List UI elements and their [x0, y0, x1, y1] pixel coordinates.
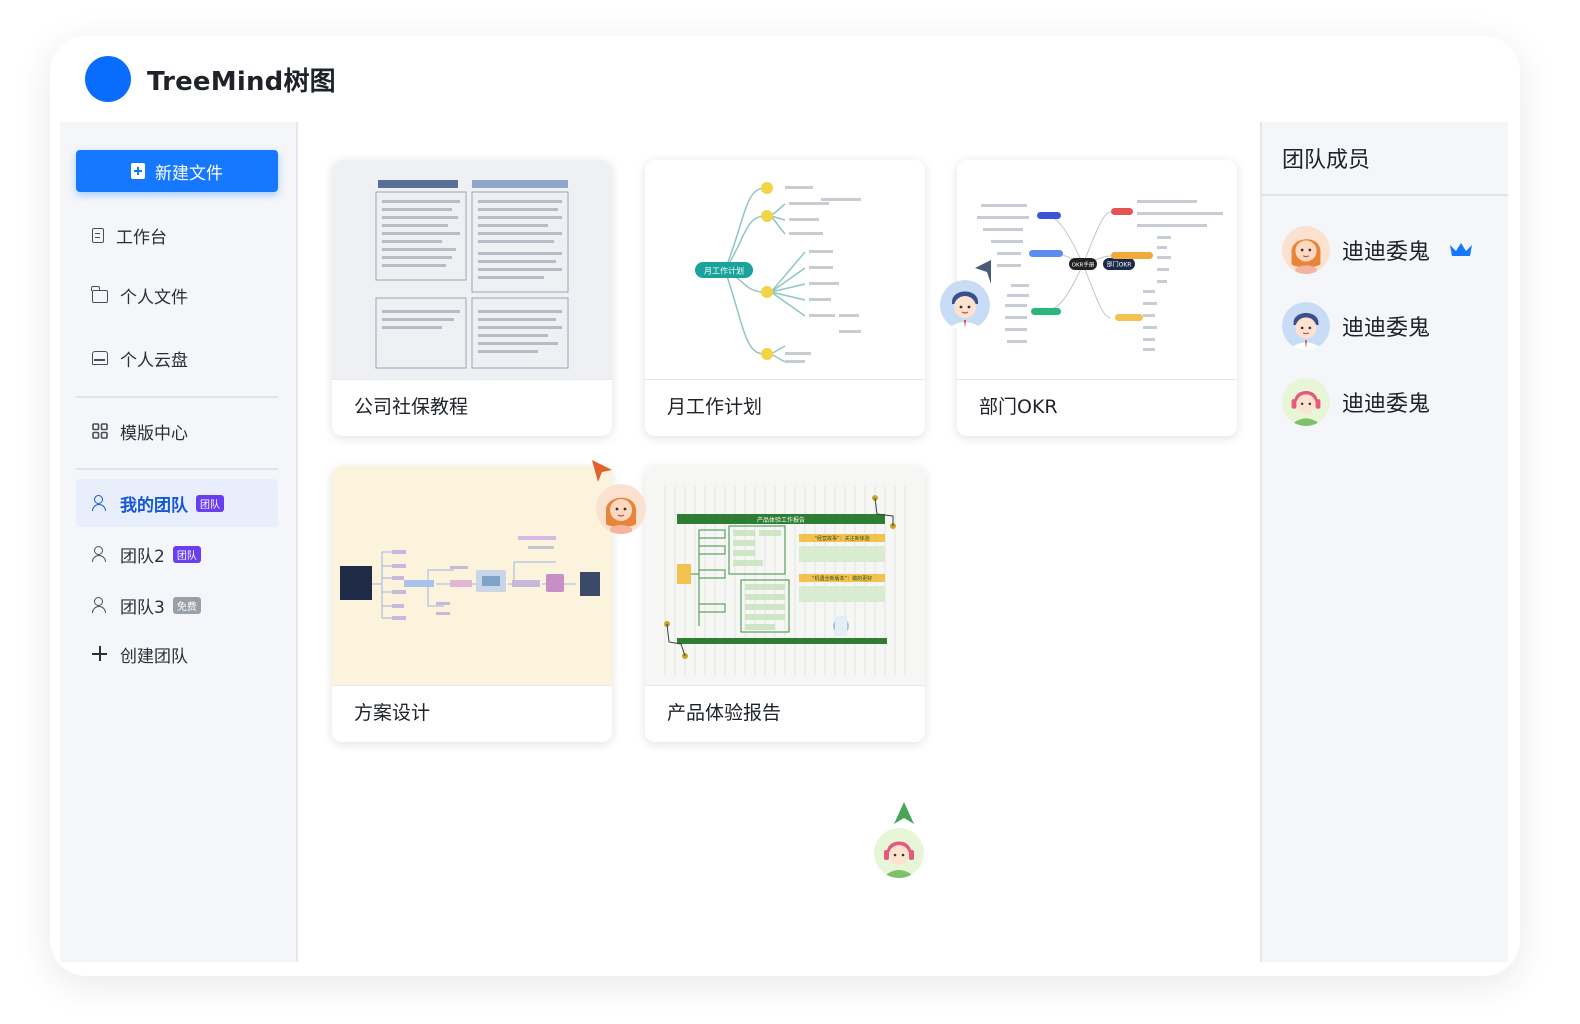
nav-divider — [76, 396, 278, 398]
crown-icon — [1450, 243, 1473, 256]
file-grid: 公司社保教程 月工作计划 — [300, 122, 1260, 962]
team-members-panel: 团队成员 迪迪委鬼 迪迪委鬼 迪迪委鬼 — [1260, 122, 1508, 962]
collaborator-cursor — [975, 260, 991, 284]
sidebar-item-workbench[interactable]: 工作台 — [76, 211, 278, 259]
file-card-solution-design[interactable]: 方案设计 — [332, 466, 612, 742]
file-thumbnail — [332, 466, 612, 686]
create-team-label: 创建团队 — [120, 646, 188, 667]
avatar — [1282, 302, 1330, 350]
sidebar-item-label: 团队2 — [120, 546, 165, 567]
file-thumbnail — [332, 160, 612, 380]
file-thumbnail: 月工作计划 — [645, 160, 925, 380]
thumb-header-label: 产品体验工作报告 — [757, 516, 805, 524]
collaborator-cursor-icon — [592, 460, 612, 482]
thumb-tag2-label: “机遇全新版本”：做的更好 — [812, 575, 872, 582]
file-title: 产品体验报告 — [667, 702, 782, 724]
sidebar-item-templates[interactable]: 模版中心 — [76, 407, 278, 455]
title-bar: TreeMind树图 — [50, 36, 1520, 122]
members-title: 团队成员 — [1282, 148, 1371, 173]
collaborator-avatar — [596, 484, 646, 534]
create-team-button[interactable]: 创建团队 — [76, 630, 278, 678]
sidebar-item-team2[interactable]: 团队2 团队 — [76, 530, 278, 578]
free-badge: 免费 — [172, 596, 201, 614]
collaborator-avatar — [940, 280, 990, 330]
collaborator-cursor-icon — [894, 802, 914, 824]
app-title: TreeMind树图 — [147, 66, 336, 97]
file-thumbnail: 产品体验工作报告 “经营故事”：关注新体验 — [645, 466, 925, 686]
team-icon — [92, 546, 108, 562]
team-icon — [92, 495, 108, 511]
desk-icon — [92, 227, 104, 243]
member-name: 迪迪委鬼 — [1342, 392, 1431, 417]
file-card-social-insurance[interactable]: 公司社保教程 — [332, 160, 612, 436]
app-window: TreeMind树图 新建文件 工作台 个人文件 个人云盘 模版中心 — [50, 36, 1520, 976]
member-item[interactable]: 迪迪委鬼 — [1282, 376, 1430, 428]
file-card-monthly-plan[interactable]: 月工作计划 月工作计划 — [645, 160, 925, 436]
file-thumbnail: OKR手册 部门OKR — [957, 160, 1237, 380]
sidebar-item-cloud-drive[interactable]: 个人云盘 — [76, 334, 278, 382]
new-doc-icon — [131, 163, 145, 179]
plus-icon — [92, 646, 108, 662]
avatar — [1282, 226, 1330, 274]
nav-divider — [76, 468, 278, 470]
member-name: 迪迪委鬼 — [1342, 316, 1431, 341]
file-title: 月工作计划 — [667, 396, 763, 418]
sidebar-item-label: 个人云盘 — [120, 350, 188, 371]
members-divider — [1262, 194, 1508, 196]
cloud-drive-icon — [92, 351, 108, 365]
member-name: 迪迪委鬼 — [1342, 240, 1431, 265]
file-title: 公司社保教程 — [354, 396, 469, 418]
new-file-label: 新建文件 — [155, 163, 223, 184]
new-file-button[interactable]: 新建文件 — [76, 150, 278, 192]
thumb-tag1-label: “经营故事”：关注新体验 — [814, 535, 869, 542]
team-badge: 团队 — [172, 545, 201, 563]
file-title: 部门OKR — [979, 396, 1058, 418]
team-icon — [92, 597, 108, 613]
sidebar-item-label: 个人文件 — [120, 287, 188, 308]
sidebar-item-label: 团队3 — [120, 597, 165, 618]
sidebar-item-personal-files[interactable]: 个人文件 — [76, 271, 278, 319]
sidebar-item-team3[interactable]: 团队3 免费 — [76, 581, 278, 629]
sidebar-item-label: 工作台 — [116, 227, 167, 248]
member-item[interactable]: 迪迪委鬼 — [1282, 300, 1430, 352]
sidebar-item-my-team[interactable]: 我的团队 团队 — [76, 479, 278, 527]
sidebar: 新建文件 工作台 个人文件 个人云盘 模版中心 我的团队 团队 — [60, 122, 298, 962]
sidebar-item-label: 我的团队 — [120, 495, 188, 516]
team-badge: 团队 — [196, 494, 224, 512]
avatar — [1282, 378, 1330, 426]
thumb-center-label: 月工作计划 — [704, 266, 744, 276]
folder-icon — [91, 285, 108, 303]
member-item[interactable]: 迪迪委鬼 — [1282, 224, 1474, 276]
file-card-department-okr[interactable]: OKR手册 部门OKR — [957, 160, 1237, 436]
file-title: 方案设计 — [354, 702, 431, 724]
sidebar-item-label: 模版中心 — [120, 423, 188, 444]
thumb-right-label: 部门OKR — [1107, 261, 1132, 269]
thumb-center-label: OKR手册 — [1072, 261, 1095, 269]
file-card-product-report[interactable]: 产品体验工作报告 “经营故事”：关注新体验 — [645, 466, 925, 742]
app-logo — [85, 56, 131, 102]
collaborator-avatar — [874, 828, 924, 878]
grid-icon — [92, 423, 108, 439]
